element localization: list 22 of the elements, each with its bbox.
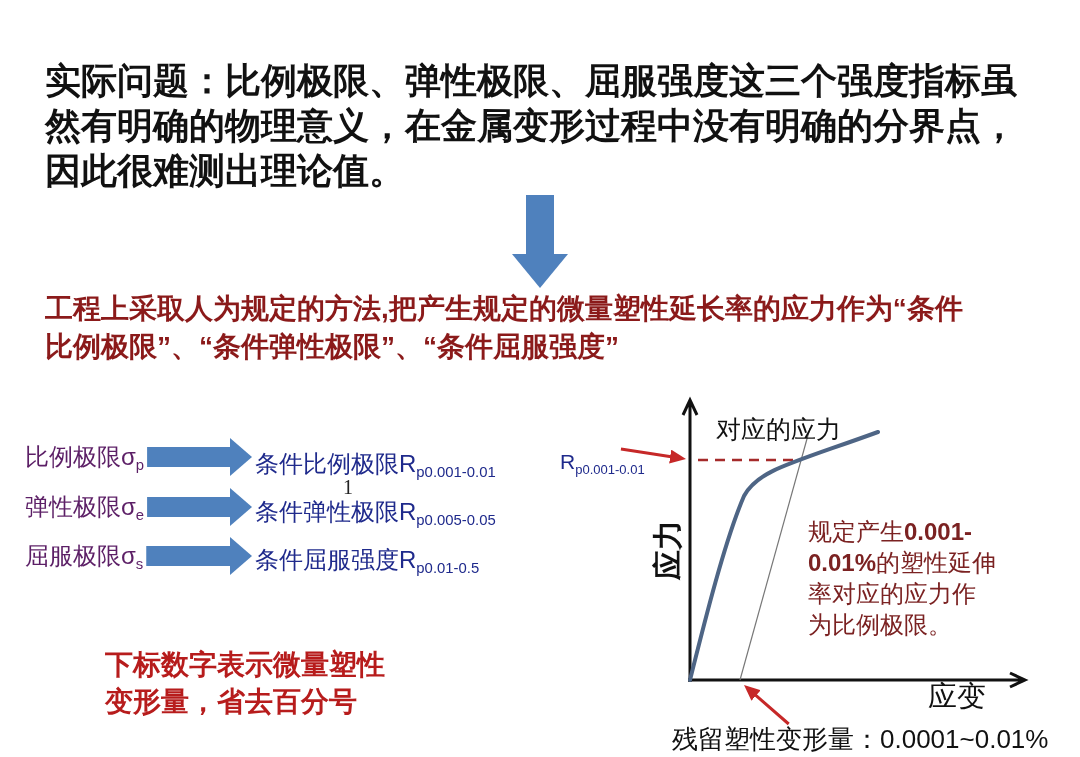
digit-label: 1 bbox=[343, 476, 353, 498]
question-text: 实际问题：比例极限、弹性极限、屈服强度这三个强度指标虽然有明确的物理意义，在金属变形过程中没有明确的分界点，因此很难测出理论值。 bbox=[45, 58, 1035, 193]
method-text: 工程上采取人为规定的方法,把产生规定的微量塑性延长率的应力作为“条件比例极限”、“条件弹性极限”、“条件屈服强度” bbox=[45, 290, 980, 366]
note-text: 下标数字表示微量塑性变形量，省去百分号 bbox=[105, 648, 386, 719]
value-label: R$_{p0.001-0.01}$ bbox=[560, 449, 645, 475]
conditional-term-label: 条件比例极限R$_{p0.001-0.01}$ bbox=[255, 449, 496, 479]
pointer-arrow bbox=[620, 447, 687, 464]
block-arrow bbox=[512, 195, 568, 288]
annotation-text: 规定产生0.001-0.01%的塑性延伸率对应的应力作为比例极限。 bbox=[808, 517, 998, 640]
curve-label: 对应的应力 bbox=[716, 414, 841, 444]
block-arrow bbox=[147, 488, 252, 526]
term-label: 比例极限σ$_{p}$ bbox=[25, 442, 145, 472]
axis-label: 应变 bbox=[928, 680, 986, 712]
deformation-label: 残留塑性变形量：0.0001~0.01% bbox=[672, 724, 1049, 754]
block-arrow bbox=[146, 537, 252, 575]
block-arrow bbox=[147, 438, 252, 476]
pointer-arrow bbox=[743, 683, 790, 726]
term-label: 屈服极限σ$_{s}$ bbox=[25, 541, 144, 571]
conditional-term-label: 条件屈服强度R$_{p0.01-0.5}$ bbox=[255, 545, 480, 575]
conditional-term-label: 条件弹性极限R$_{p0.005-0.05}$ bbox=[255, 497, 496, 527]
axis-label: 应力 bbox=[651, 520, 685, 580]
term-label: 弹性极限σ$_{e}$ bbox=[25, 492, 145, 522]
